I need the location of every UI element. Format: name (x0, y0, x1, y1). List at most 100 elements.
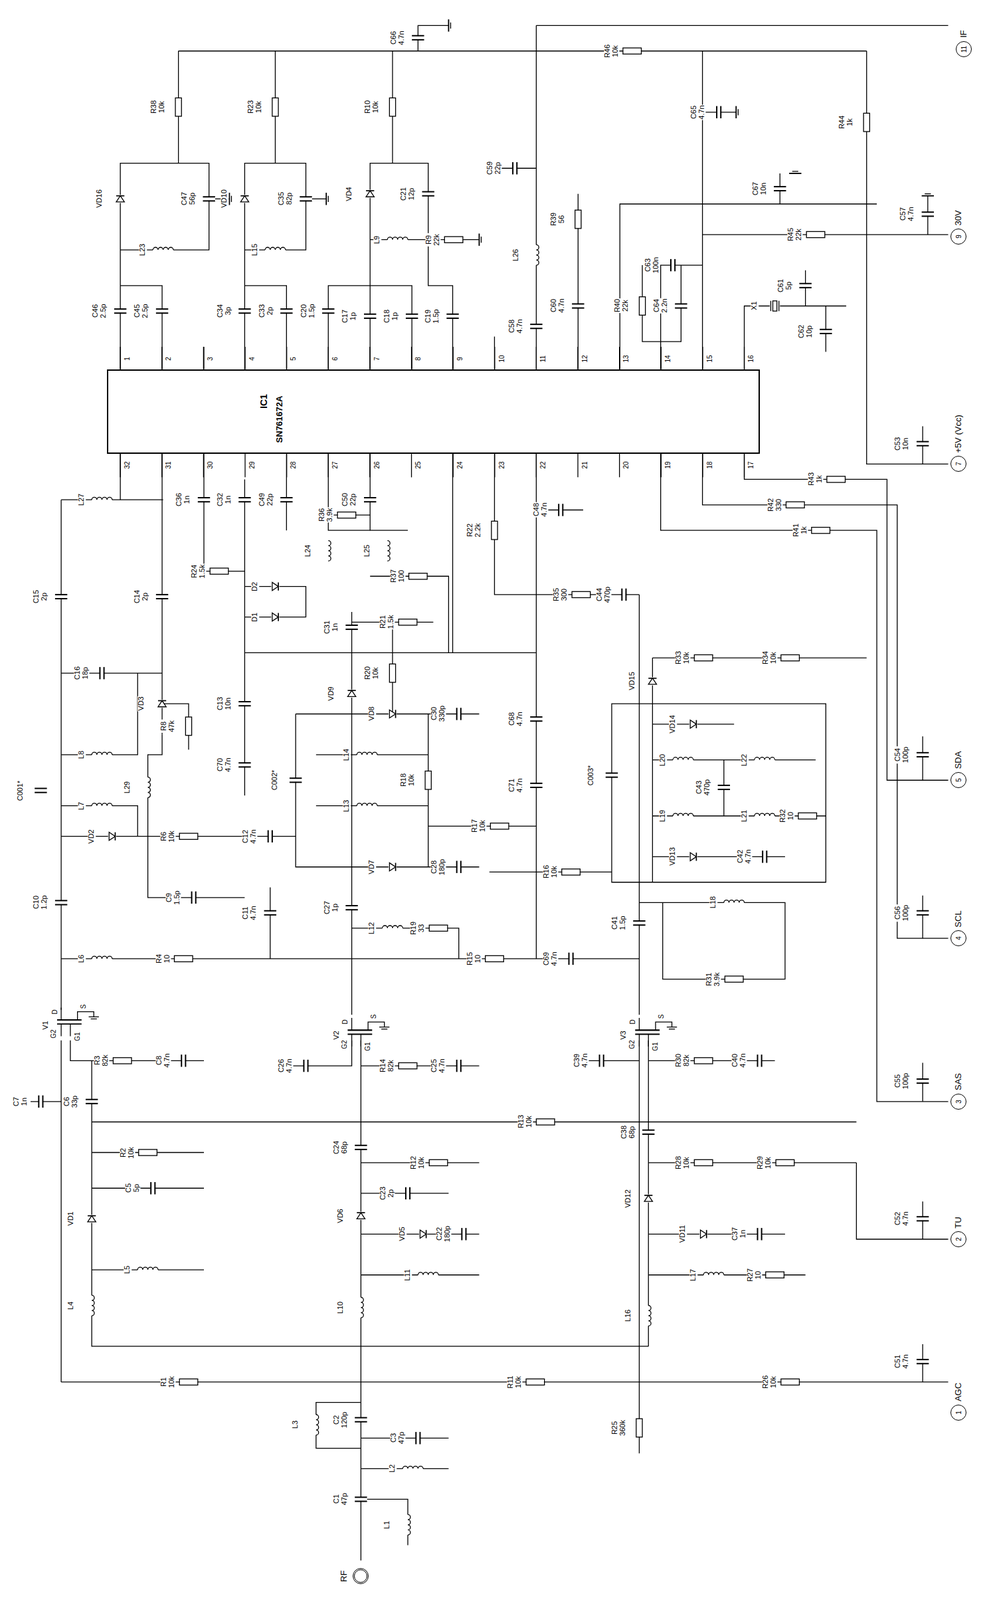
wire (638, 1381, 640, 1453)
wire (369, 163, 428, 370)
component-label: C47 56p (180, 191, 196, 206)
resistor-symbol (491, 520, 498, 540)
component-label: C42 4.7n (736, 848, 752, 865)
wire (178, 50, 867, 52)
wire (286, 453, 287, 531)
capacitor-symbol (99, 666, 104, 679)
wire (536, 453, 537, 959)
component-label: R25 360k (611, 1418, 627, 1437)
wire (702, 453, 949, 938)
component-label: R24 1.5k (191, 563, 207, 579)
pin-number: 9 (456, 356, 465, 362)
component-label: C65 4.7n (690, 104, 707, 120)
wire (369, 575, 449, 653)
pin-number: 22 (540, 460, 548, 469)
component-label: C70 4.7n (216, 757, 232, 773)
component-label: L8 (77, 749, 86, 760)
inductor-symbol (314, 1414, 319, 1435)
inductor-symbol (406, 1513, 410, 1535)
component-label: R28 10k (675, 1155, 691, 1170)
wire (161, 453, 163, 673)
terminal-label: TU (953, 1216, 964, 1228)
component-label: VD15 (628, 671, 637, 692)
ground-symbol (921, 193, 934, 196)
pin-stub (203, 453, 204, 477)
capacitor-symbol (757, 1227, 762, 1240)
component-label: VD2 (87, 828, 96, 844)
ground-symbol (735, 106, 738, 119)
pin-number: 29 (249, 460, 257, 469)
component-label: R14 82k (379, 1058, 396, 1073)
capacitor-symbol (456, 860, 461, 873)
pin-stub (244, 346, 246, 370)
component-label: R17 10k (471, 818, 487, 833)
wire (494, 453, 639, 595)
capacitor-symbol (530, 783, 542, 788)
pin-number: 20 (623, 460, 631, 469)
pin-number: 32 (124, 460, 132, 469)
resistor-symbol (526, 1378, 545, 1385)
capacitor-symbol (363, 314, 376, 319)
component-label: L18 (710, 895, 719, 909)
component-label: VD12 (624, 1188, 633, 1209)
component-label: C45 2.5p (134, 302, 150, 319)
inductor-symbol (91, 751, 113, 756)
wire (360, 1467, 449, 1469)
terminal-label: +5V (Vcc) (953, 414, 964, 453)
component-label: R23 10k (247, 99, 263, 115)
component-label: V2 (332, 1029, 341, 1040)
inductor-symbol (265, 247, 286, 251)
pin-number: 27 (332, 460, 340, 469)
capacitor-symbol (345, 905, 358, 910)
pin-stub (536, 346, 537, 370)
capacitor-symbol (34, 788, 47, 793)
resistor-symbol (623, 47, 642, 54)
component-label: C48 4.7n (532, 502, 548, 518)
component-label: R8 47k (160, 719, 177, 733)
component-label: C38 68p (620, 1124, 636, 1140)
wire (360, 1040, 362, 1561)
capacitor-symbol (405, 314, 418, 319)
component-label: R21 1.5k (379, 614, 396, 630)
wire (427, 713, 429, 867)
component-label: C54 100p (894, 745, 910, 764)
component-label: C55 100p (894, 1072, 910, 1090)
wire (866, 51, 949, 465)
wire (648, 1040, 649, 1346)
component-label: C9 1.5p (165, 889, 181, 905)
pin-number: 19 (664, 460, 673, 469)
wire (91, 1060, 649, 1346)
ground-symbol (478, 233, 481, 246)
inductor-symbol (387, 237, 408, 241)
component-label: VD5 (399, 1226, 408, 1242)
pin-number: 5 (290, 356, 298, 362)
component-label: R9 22k (425, 233, 442, 247)
wire (702, 233, 949, 235)
capacitor-symbol (530, 324, 542, 329)
component-label: C66 4.7n (389, 29, 406, 46)
wire (369, 453, 371, 531)
component-label: R30 82k (675, 1052, 691, 1068)
terminal-label: SDA (953, 750, 964, 769)
diode-symbol (644, 1193, 653, 1202)
component-label: VD1 (67, 1210, 76, 1227)
wire (148, 733, 163, 816)
capacitor-symbol (345, 625, 358, 630)
wire (652, 759, 816, 760)
wire (660, 453, 949, 1102)
resistor-symbol (765, 1271, 785, 1278)
ground-symbol (326, 192, 329, 205)
terminal-number: 5 (954, 777, 962, 782)
capacitor-symbol (150, 1181, 155, 1194)
capacitor-symbol (354, 1496, 367, 1501)
capacitor-symbol (202, 196, 215, 201)
resistor-symbol (179, 832, 198, 839)
inductor-symbol (91, 955, 113, 960)
resistor-symbol (209, 567, 229, 574)
pin-number: 24 (456, 460, 465, 469)
component-label: C68 4.7n (508, 710, 524, 726)
resistor-symbol (174, 955, 193, 962)
capacitor-symbol (530, 716, 542, 721)
component-label: R43 1k (807, 471, 823, 487)
